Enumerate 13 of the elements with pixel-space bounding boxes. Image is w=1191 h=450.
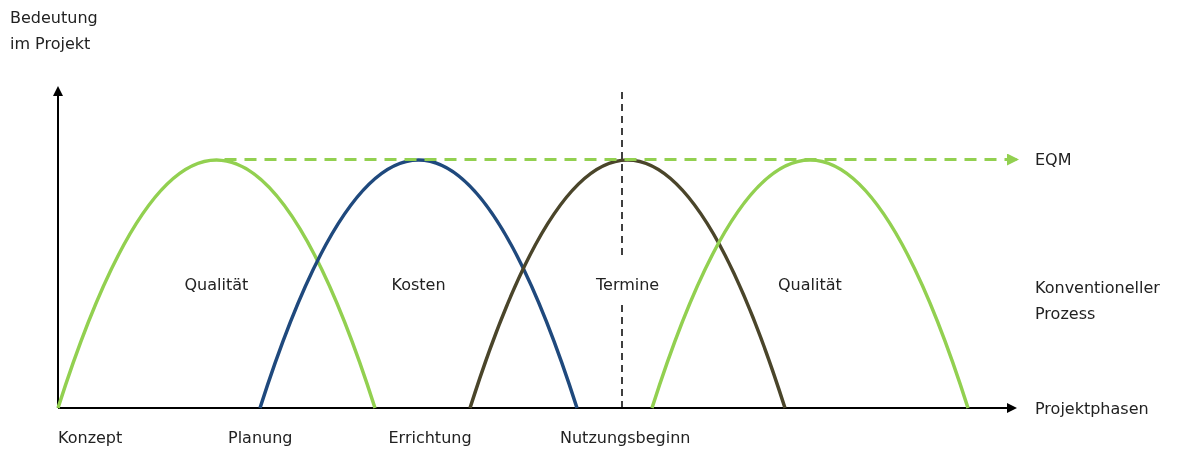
phase-label: Konzept [58,428,123,447]
curve-label: Qualität [778,275,842,294]
curve-label: Qualität [184,275,249,294]
curve-label: Kosten [391,275,446,294]
phase-label: Errichtung [388,428,472,447]
series-label: Konventioneller Prozess [1035,277,1161,325]
phase-label: Planung [228,428,293,447]
dashed-arrow [224,153,1019,166]
axis-title: Bedeutung im Projekt [10,7,99,55]
phase-label: Nutzungsbeginn [560,428,691,447]
curve-label: Termine [596,275,660,294]
line-label: EQM [1035,150,1072,169]
axis-title: Projektphasen [1035,399,1149,418]
